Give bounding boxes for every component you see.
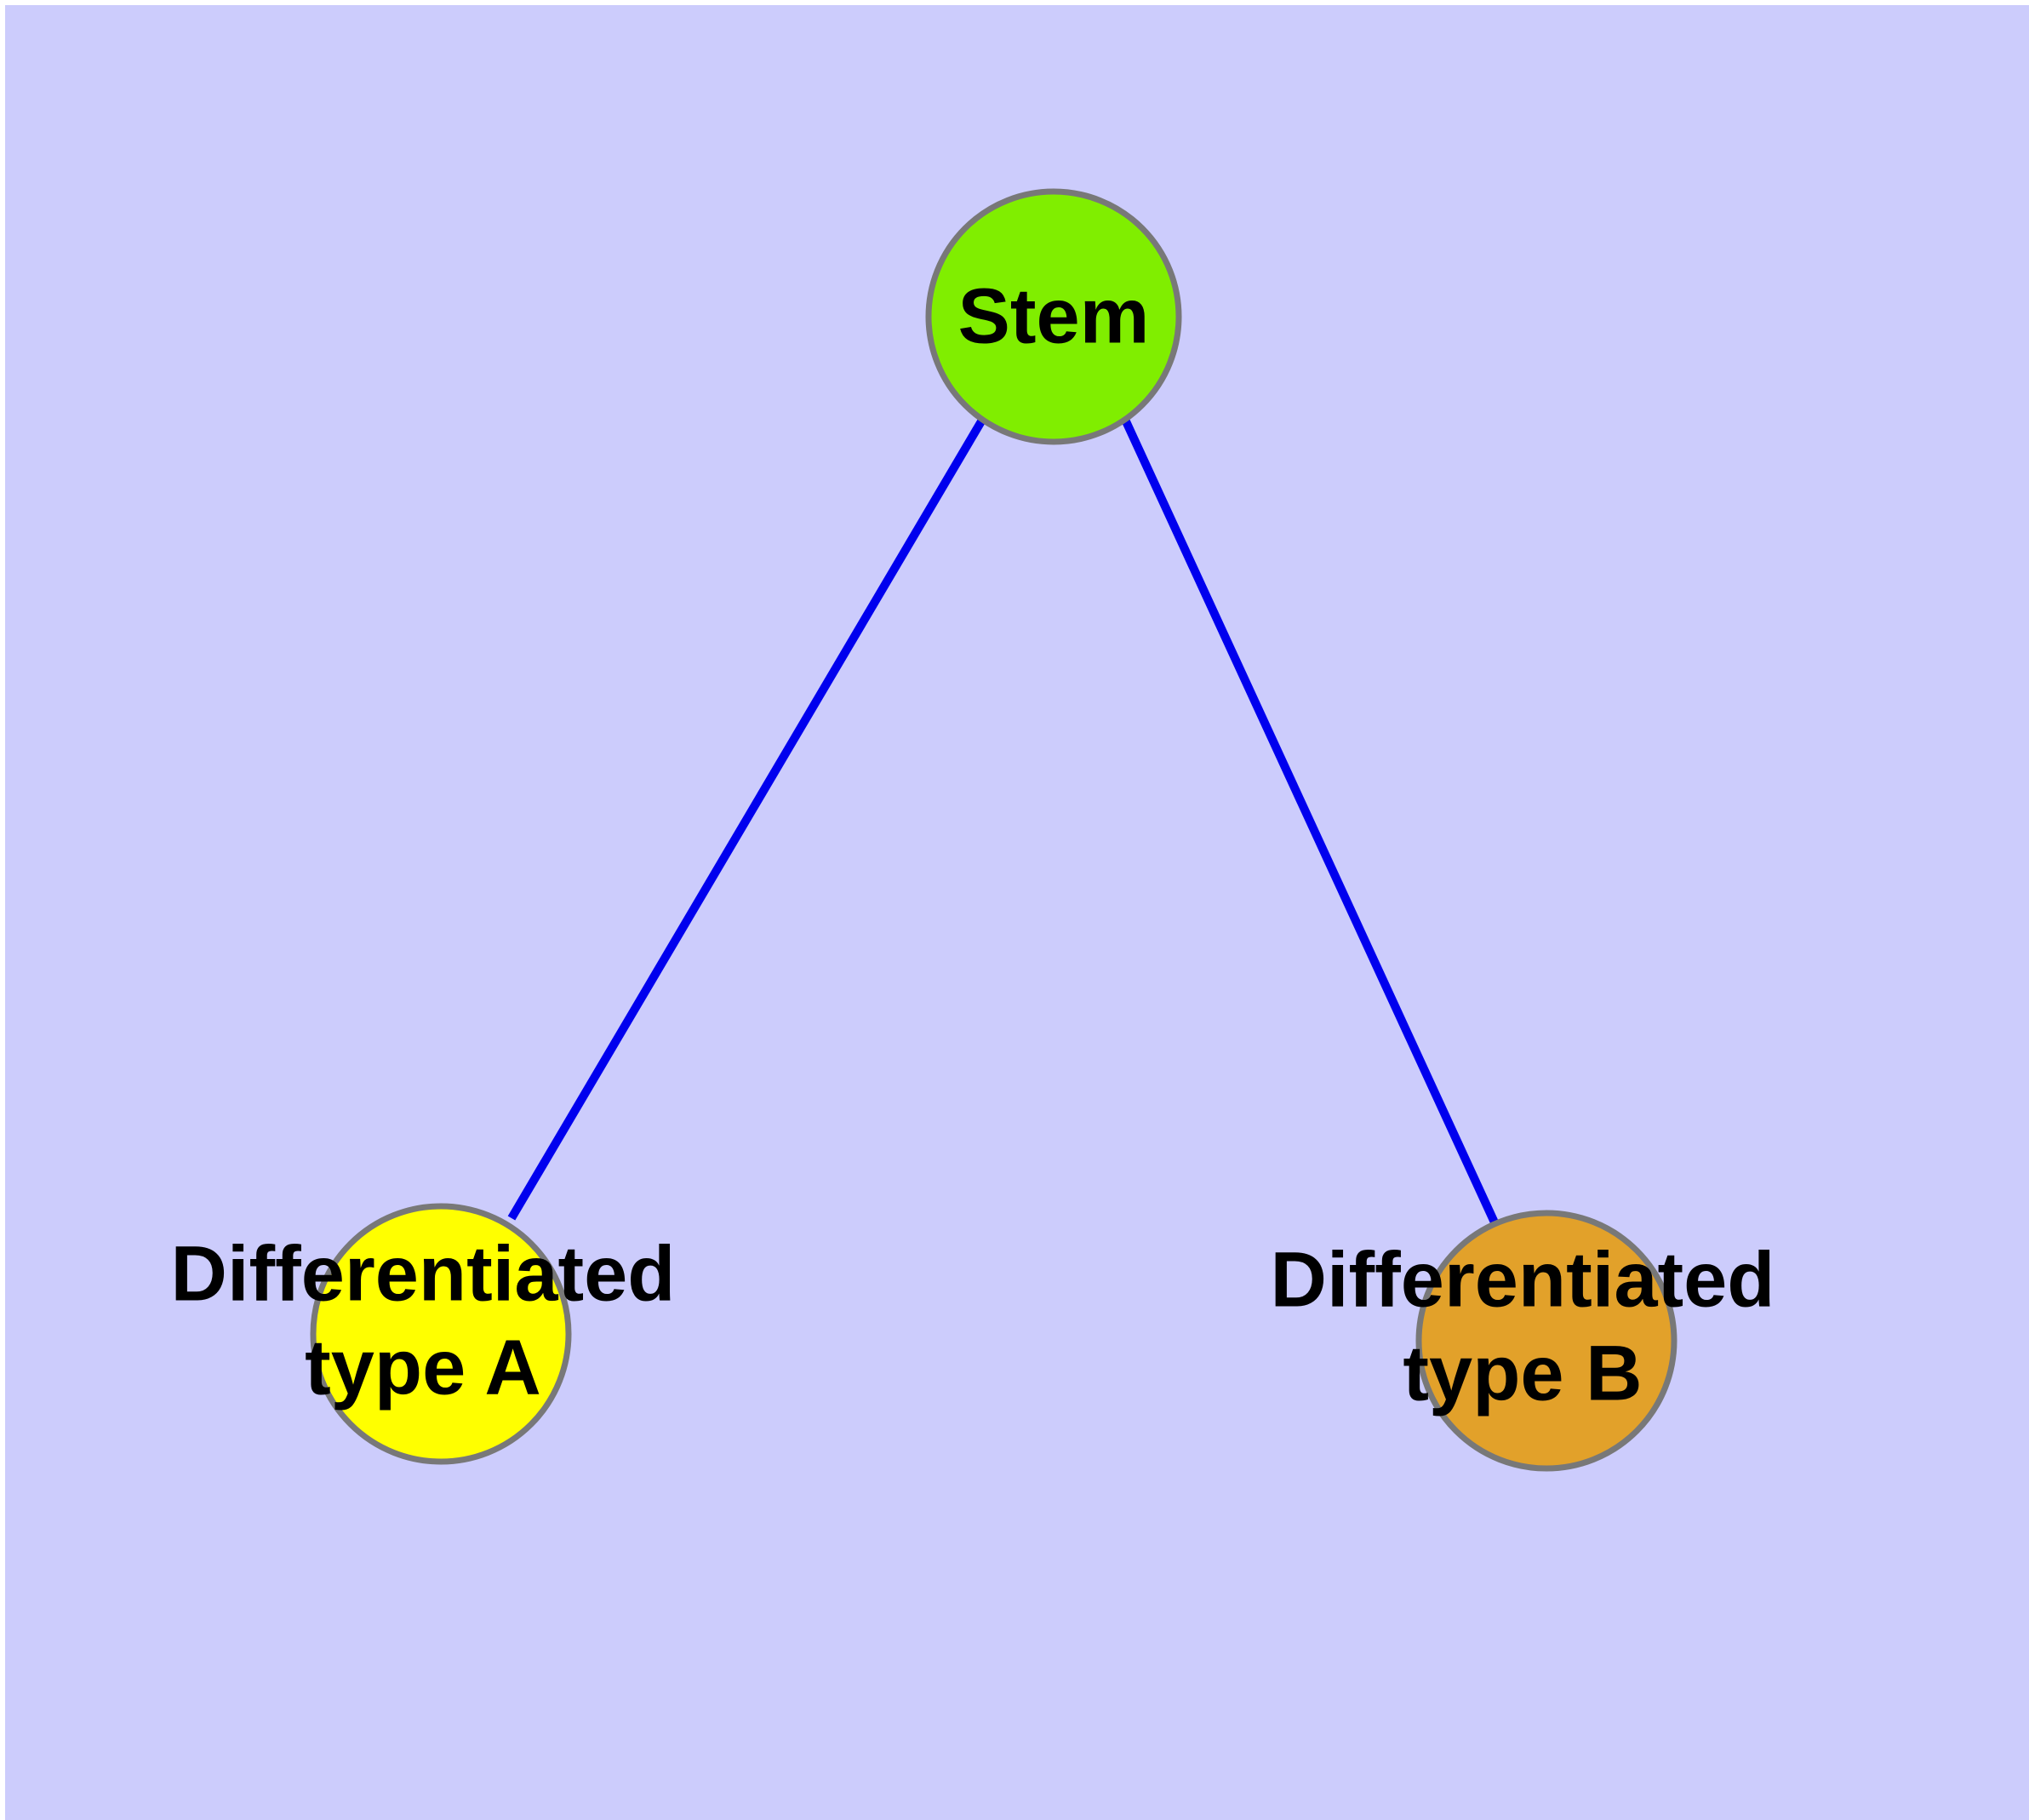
node-differentiated-type-b[interactable]	[1415, 1210, 1677, 1472]
edge-stem-to-differentiated-type-b[interactable]	[1122, 419, 1499, 1225]
node-label-group-differentiated-type-a: Differentiated type A	[171, 1230, 676, 1411]
node-label-group-differentiated-type-b: Differentiated type B	[1271, 1236, 1775, 1417]
node-circle-stem[interactable]	[925, 188, 1182, 445]
node-label-differentiated-type-a-line1: Differentiated	[171, 1230, 676, 1317]
edge-group	[507, 419, 1499, 1225]
edge-stem-to-differentiated-type-a[interactable]	[507, 419, 986, 1221]
node-label-differentiated-type-b-line1: Differentiated	[1271, 1236, 1775, 1323]
node-stem[interactable]: Stem	[925, 188, 1182, 445]
node-label-differentiated-type-a-line2: type A	[305, 1324, 541, 1411]
node-differentiated-type-a[interactable]	[310, 1203, 572, 1465]
node-circle-differentiated-type-a[interactable]	[310, 1203, 572, 1465]
node-circle-differentiated-type-b[interactable]	[1415, 1210, 1677, 1472]
node-label-stem: Stem	[958, 272, 1150, 359]
node-label-differentiated-type-b-line2: type B	[1403, 1330, 1642, 1417]
